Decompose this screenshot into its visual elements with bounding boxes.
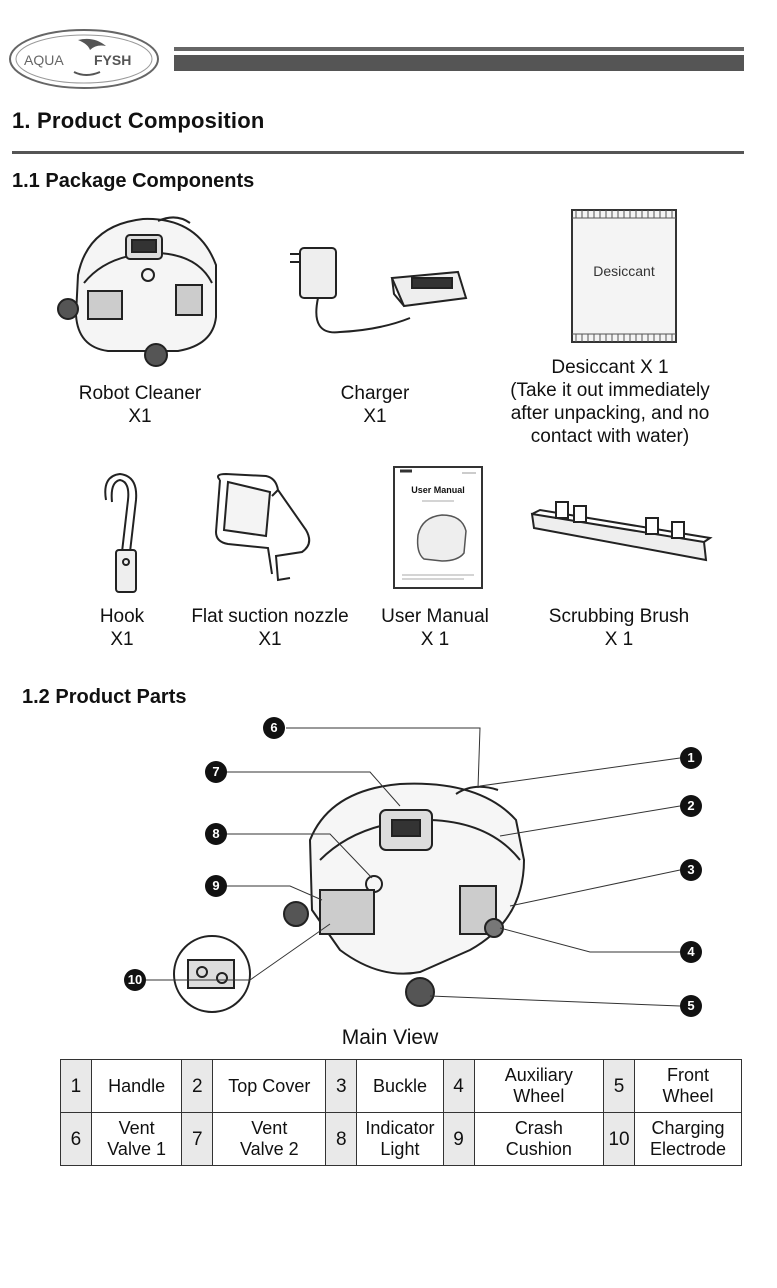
part-number: 2 (181, 1059, 214, 1113)
section-title-product-composition: 1. Product Composition (12, 108, 265, 133)
callout-10: 10 (124, 969, 146, 991)
scrubbing-brush-illustration (530, 501, 713, 562)
main-view-label: Main View (341, 1026, 439, 1049)
header-bars (174, 47, 744, 71)
part-number: 3 (325, 1059, 358, 1113)
callout-1: 1 (680, 747, 702, 769)
section-title-package-components: 1.1 Package Components (12, 170, 255, 192)
manual-cover-title: User Manual (411, 485, 465, 495)
table-row: 1 Handle 2 Top Cover 3 Buckle 4 Auxiliar… (60, 1059, 743, 1113)
charger-illustration (290, 247, 468, 334)
callout-9: 9 (205, 875, 227, 897)
caption-hook: Hook X1 (99, 606, 145, 650)
callout-6: 6 (263, 717, 285, 739)
part-name: Buckle (356, 1059, 444, 1113)
user-manual-illustration: User Manual (393, 466, 483, 589)
part-number: 9 (442, 1112, 475, 1166)
desiccant-bag-label: Desiccant (593, 263, 655, 279)
callout-7: 7 (205, 761, 227, 783)
caption-charger: Charger X1 (340, 383, 410, 427)
robot-cleaner-illustration (57, 216, 217, 367)
callout-8: 8 (205, 823, 227, 845)
callout-4: 4 (680, 941, 702, 963)
desiccant-bag-illustration: Desiccant (571, 209, 677, 343)
logo-text-right: FYSH (94, 52, 131, 68)
part-number: 5 (603, 1059, 635, 1113)
caption-flat-suction-nozzle: Flat suction nozzle X1 (191, 606, 349, 650)
logo-text-left: AQUA (24, 52, 64, 68)
aquafysh-logo: AQUA FYSH (9, 29, 159, 89)
caption-user-manual: User Manual X 1 (381, 606, 489, 650)
callout-5: 5 (680, 995, 702, 1017)
section-divider (12, 151, 744, 154)
parts-table: 1 Handle 2 Top Cover 3 Buckle 4 Auxiliar… (60, 1059, 743, 1166)
product-parts-diagram (146, 727, 681, 1013)
section-title-product-parts: 1.2 Product Parts (22, 686, 187, 708)
part-number: 1 (60, 1059, 92, 1113)
part-name: Top Cover (212, 1059, 327, 1113)
part-number: 7 (181, 1112, 214, 1166)
part-number: 10 (603, 1112, 635, 1166)
callout-3: 3 (680, 859, 702, 881)
caption-desiccant: Desiccant X 1 (Take it out immediately a… (510, 357, 710, 447)
hook-illustration (104, 472, 138, 593)
part-number: 8 (325, 1112, 358, 1166)
suction-nozzle-illustration (214, 472, 311, 582)
part-number: 6 (60, 1112, 92, 1166)
part-number: 4 (442, 1059, 475, 1113)
callout-2: 2 (680, 795, 702, 817)
caption-scrubbing-brush: Scrubbing Brush X 1 (548, 606, 690, 650)
part-name: Handle (90, 1059, 183, 1113)
caption-robot-cleaner: Robot Cleaner X1 (78, 383, 202, 427)
